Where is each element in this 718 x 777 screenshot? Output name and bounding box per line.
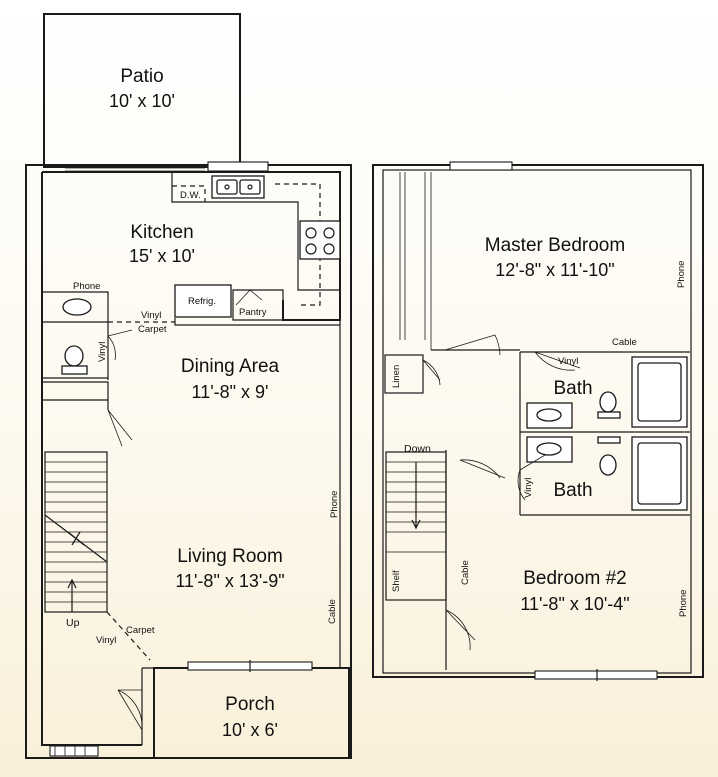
range-stove <box>299 220 341 260</box>
second-floor: Linen Vinyl Vinyl Down Shelf <box>372 161 704 681</box>
powder-room-door <box>107 329 133 361</box>
patio-outline <box>43 13 241 168</box>
refrigerator-label: Refrig. <box>188 296 216 307</box>
up-arrow <box>67 578 77 612</box>
vinyl-label-bath: Vinyl <box>558 356 578 367</box>
living-room-name: Living Room <box>177 546 283 567</box>
vinyl-label-kitchen: Vinyl <box>141 310 161 321</box>
cable-label-master: Cable <box>612 337 637 348</box>
bath-walls <box>519 351 690 516</box>
upper-cabinets <box>275 183 321 306</box>
carpet-label-dining: Carpet <box>138 324 167 335</box>
cable-label-living: Cable <box>327 599 338 624</box>
bedroom2-closet-door <box>445 609 476 651</box>
first-floor-inner-wall <box>41 172 142 746</box>
living-room-dimensions: 11'-8" x 13'-9" <box>175 571 284 591</box>
second-bath-door <box>517 454 546 501</box>
phone-label-powder: Phone <box>73 281 100 292</box>
porch-name: Porch <box>225 694 275 715</box>
master-bath-toilet <box>599 391 617 413</box>
powder-room-toilet <box>64 345 84 367</box>
vinyl-label-bath2: Vinyl <box>523 478 534 498</box>
master-closet <box>399 172 432 350</box>
down-arrow <box>411 462 421 530</box>
powder-room-wall <box>42 291 109 380</box>
front-window <box>49 745 99 757</box>
carpet-label-entry: Carpet <box>126 625 155 636</box>
linen-closet <box>384 354 424 394</box>
bedroom2-dimensions: 11'-8" x 10'-4" <box>520 594 629 614</box>
master-bedroom-window <box>449 161 513 171</box>
cable-label-bedroom2: Cable <box>460 560 471 585</box>
dining-area-dimensions: 11'-8" x 9' <box>192 382 269 402</box>
closet-door <box>107 409 133 447</box>
phone-label-bedroom2: Phone <box>678 590 689 617</box>
pantry <box>232 289 284 321</box>
bedroom2-name: Bedroom #2 <box>523 568 627 589</box>
first-floor: D.W. Refrig. Pantry Phone Vinyl Vinyl Ca… <box>25 13 352 759</box>
bedroom2-door <box>459 459 506 479</box>
linen-label: Linen <box>391 365 402 388</box>
second-bath-toilet <box>597 436 621 444</box>
kitchen-name: Kitchen <box>130 222 193 243</box>
pantry-label: Pantry <box>239 307 267 318</box>
floor-transition-entry <box>106 611 151 661</box>
refrigerator <box>174 284 232 318</box>
master-bedroom-dimensions: 12'-8" x 11'-10" <box>495 260 614 280</box>
second-bath-name: Bath <box>553 480 592 501</box>
kitchen-dimensions: 15' x 10' <box>129 246 195 266</box>
powder-room-sink <box>62 298 92 316</box>
master-bath-door <box>534 351 581 371</box>
master-bath-name: Bath <box>553 378 592 399</box>
staircase: Up <box>44 451 108 629</box>
upper-staircase: Down Shelf <box>385 443 447 601</box>
vinyl-label-entry: Vinyl <box>96 635 116 646</box>
patio-name: Patio <box>120 66 163 87</box>
kitchen-window <box>207 161 269 172</box>
phone-label-master: Phone <box>676 261 687 288</box>
shelf-label: Shelf <box>391 570 402 592</box>
stairs-down-label: Down <box>404 443 431 455</box>
master-bedroom-door <box>444 334 501 356</box>
stairs-up-label: Up <box>66 617 80 629</box>
vinyl-label-powder: Vinyl <box>97 342 108 362</box>
dining-area-name: Dining Area <box>181 356 280 377</box>
phone-label-living: Phone <box>329 491 340 518</box>
patio-dimensions: 10' x 10' <box>109 91 175 111</box>
dishwasher-outline <box>172 185 206 202</box>
bedroom2-window <box>534 670 658 680</box>
front-door <box>117 689 143 731</box>
dishwasher-label: D.W. <box>180 190 201 201</box>
master-bedroom-name: Master Bedroom <box>485 235 625 256</box>
kitchen-counter <box>171 172 340 291</box>
porch-dimensions: 10' x 6' <box>222 720 278 740</box>
